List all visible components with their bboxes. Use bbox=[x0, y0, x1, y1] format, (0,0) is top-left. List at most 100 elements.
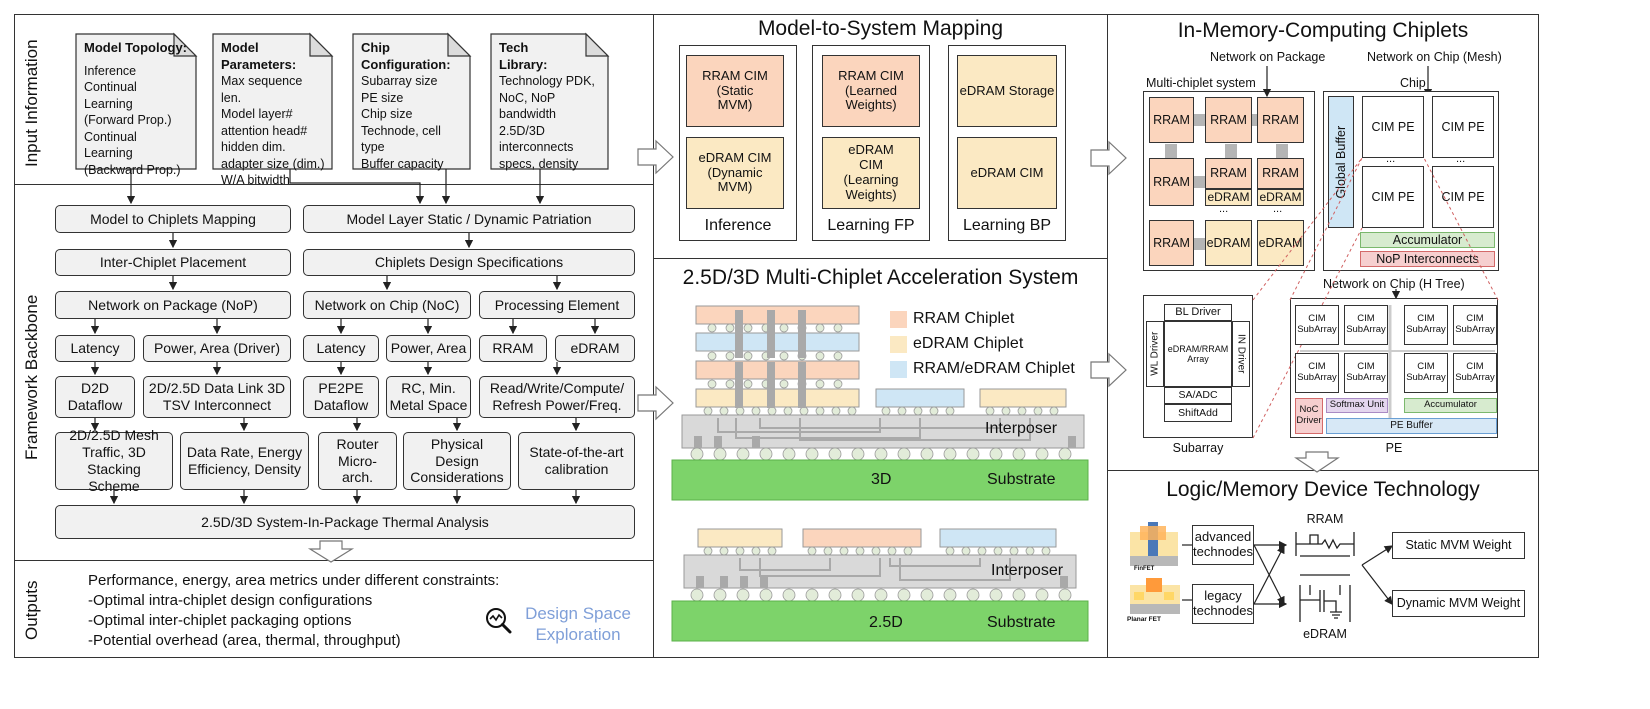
cim-subarray-label: CIM bbox=[1308, 361, 1326, 373]
chiplet-rram-1: RRAM bbox=[1149, 97, 1194, 143]
box-power-area-noc: Power, Area bbox=[386, 335, 471, 362]
cim-subarray-label: CIM bbox=[1466, 313, 1484, 325]
substrate-3d-label: Substrate bbox=[987, 471, 1056, 488]
noc-driver-label: NoC bbox=[1299, 404, 1319, 416]
mapping-label-learning-bp: Learning BP bbox=[962, 217, 1052, 234]
mapping-inference-edram: eDRAM CIM (Dynamic MVM) bbox=[686, 137, 784, 209]
doc-shape-parameters bbox=[212, 33, 333, 170]
box-processing-element: Processing Element bbox=[479, 291, 635, 319]
subarray-label: Subarray bbox=[1172, 441, 1224, 455]
dse-label-2: Exploration bbox=[535, 625, 621, 644]
pe-dots-1: ... bbox=[1386, 153, 1396, 165]
substrate-3d bbox=[671, 459, 1089, 501]
chiplet-rram-7: RRAM bbox=[1149, 220, 1194, 266]
doc-line: Continual Learning bbox=[84, 129, 137, 161]
doc-title: Model Parameters: bbox=[221, 40, 297, 72]
chiplet-rram-4: RRAM bbox=[1149, 158, 1194, 206]
chiplet-edram-5: eDRAM bbox=[1205, 189, 1252, 206]
cim-subarray-label: CIM bbox=[1357, 313, 1375, 325]
chiplet-rram-2: RRAM bbox=[1205, 97, 1252, 143]
input-doc-chip-configuration: Chip Configuration: Subarray size PE siz… bbox=[355, 36, 469, 176]
package-3d-label: 3D bbox=[871, 471, 892, 488]
softmax-unit: Softmax Unit bbox=[1326, 398, 1388, 413]
box-pe2pe-dataflow: PE2PE Dataflow bbox=[303, 376, 379, 418]
package-25d-label: 2.5D bbox=[869, 614, 903, 631]
box-data-rate: Data Rate, Energy Efficiency, Density bbox=[180, 432, 309, 490]
box-physical-design: Physical Design Considerations bbox=[403, 432, 511, 490]
input-doc-model-parameters: Model Parameters: Max sequence len. Mode… bbox=[215, 36, 331, 193]
box-sota-calibration: State-of-the-art calibration bbox=[518, 432, 635, 490]
mapping-fp-rram: RRAM CIM (Learned Weights) bbox=[822, 55, 920, 127]
in-driver: IN Driver bbox=[1232, 321, 1250, 387]
legend-swatch-rram bbox=[890, 311, 907, 328]
chiplet-edram-8: eDRAM bbox=[1205, 220, 1252, 266]
box-advanced-technodes: advanced technodes bbox=[1192, 525, 1254, 565]
system-title: 2.5D/3D Multi-Chiplet Acceleration Syste… bbox=[682, 266, 1079, 289]
imc-title: In-Memory-Computing Chiplets bbox=[1177, 19, 1469, 42]
side-die-mixed bbox=[875, 388, 965, 408]
doc-line: attention head# bbox=[221, 123, 308, 138]
doc-line: bandwidth bbox=[499, 107, 556, 121]
edram-circuit-icon bbox=[1299, 574, 1351, 622]
box-model-to-chiplets: Model to Chiplets Mapping bbox=[55, 205, 291, 233]
box-inter-chiplet-placement: Inter-Chiplet Placement bbox=[55, 249, 291, 276]
cim-subarray-label: SubArray bbox=[1346, 324, 1386, 335]
cim-pe-4: CIM PE bbox=[1432, 166, 1494, 228]
interposer-3d-label: Interposer bbox=[985, 420, 1058, 437]
box-mesh-traffic: 2D/2.5D Mesh Traffic, 3D Stacking Scheme bbox=[55, 427, 173, 494]
rram-device-label: RRAM bbox=[1306, 512, 1344, 526]
box-d2d-dataflow: D2D Dataflow bbox=[55, 376, 135, 418]
chiplet-rram-5: RRAM bbox=[1205, 158, 1252, 189]
doc-shape-chip-config bbox=[352, 33, 471, 170]
planar-fet-icon bbox=[1130, 578, 1180, 614]
global-buffer: Global Buffer bbox=[1328, 96, 1354, 228]
doc-line: (Backward Prop.) bbox=[84, 162, 181, 177]
pe-buffer: PE Buffer bbox=[1326, 418, 1497, 434]
input-doc-model-topology: Model Topology: Inference Continual Lear… bbox=[78, 36, 194, 182]
cim-pe-3: CIM PE bbox=[1362, 166, 1424, 228]
doc-title: Chip Configuration: bbox=[361, 40, 451, 72]
subarray-array: eDRAM/RRAM Array bbox=[1164, 321, 1232, 387]
chiplet-edram-9: eDRAM bbox=[1257, 220, 1304, 266]
label-multi-chiplet-system: Multi-chiplet system bbox=[1146, 76, 1256, 90]
legend-swatch-edram bbox=[890, 336, 907, 353]
box-power-area-driver: Power, Area (Driver) bbox=[143, 335, 291, 362]
outputs-item-3: -Potential overhead (area, thermal, thro… bbox=[88, 632, 401, 649]
box-rw-power: Read/Write/Compute/ Refresh Power/Freq. bbox=[479, 376, 635, 418]
finfet-icon bbox=[1130, 522, 1178, 566]
cim-subarray-label: SubArray bbox=[1455, 324, 1495, 335]
outputs-heading: Performance, energy, area metrics under … bbox=[88, 572, 500, 589]
mapping-label-learning-fp: Learning FP bbox=[827, 217, 915, 234]
device-title: Logic/Memory Device Technology bbox=[1166, 478, 1480, 501]
die-25d-rram bbox=[802, 528, 922, 548]
cim-subarray-label: CIM bbox=[1357, 361, 1375, 373]
doc-line: type bbox=[361, 140, 385, 154]
doc-line: Technology PDK, bbox=[499, 74, 595, 88]
doc-line: Max sequence len. bbox=[221, 74, 303, 105]
cim-subarray-label: SubArray bbox=[1297, 372, 1337, 383]
box-router: Router Micro-arch. bbox=[318, 432, 397, 490]
doc-line: PE size bbox=[361, 90, 404, 105]
box-dynamic-mvm-weight: Dynamic MVM Weight bbox=[1392, 590, 1525, 617]
mapping-inference-rram: RRAM CIM (Static MVM) bbox=[686, 55, 784, 127]
mapping-fp-edram: eDRAM CIM (Learning Weights) bbox=[822, 137, 920, 209]
dse-label-1: Design Space bbox=[525, 604, 631, 623]
cim-subarray-label: CIM bbox=[1308, 313, 1326, 325]
box-chiplets-design-specs: Chiplets Design Specifications bbox=[303, 249, 635, 276]
doc-line: Technode, cell bbox=[361, 123, 441, 138]
label-network-on-chip-mesh: Network on Chip (Mesh) bbox=[1367, 50, 1502, 64]
doc-line: 2.5D/3D bbox=[499, 123, 545, 138]
mapping-label-inference: Inference bbox=[704, 217, 772, 234]
doc-line: adapter size (dim.) bbox=[221, 156, 325, 171]
cim-subarray-label: SubArray bbox=[1455, 372, 1495, 383]
noc-driver-label: Driver bbox=[1296, 415, 1322, 426]
cim-pe-2: CIM PE bbox=[1432, 96, 1494, 158]
